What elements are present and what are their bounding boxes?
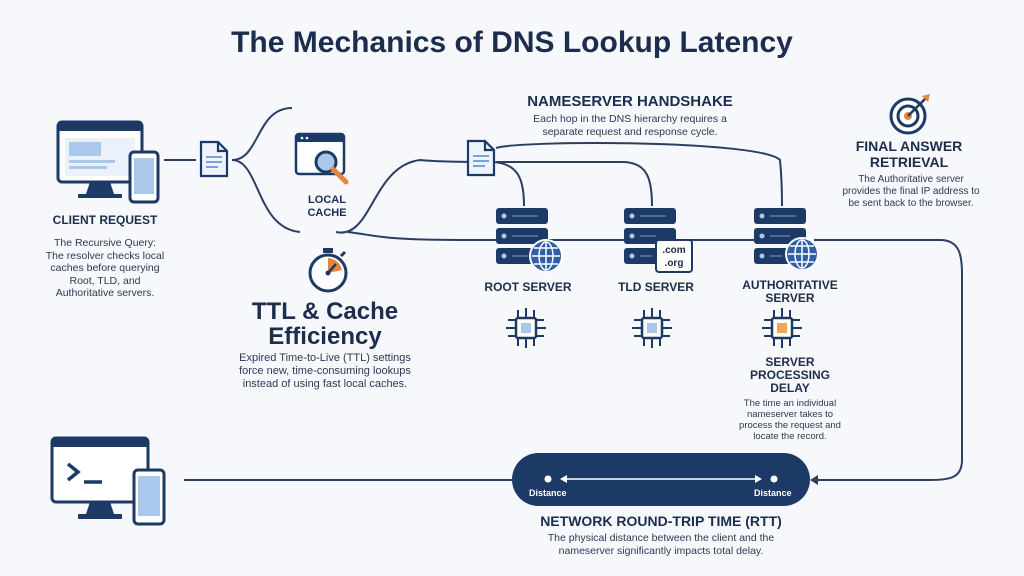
line-doc-to-cache bbox=[231, 107, 293, 161]
desktop-phone-icon bbox=[56, 120, 160, 204]
distance-left-label: Distance bbox=[529, 488, 567, 498]
line-cache-down bbox=[231, 159, 301, 233]
handshake-desc-line: separate request and response cycle. bbox=[542, 125, 718, 138]
ttl-desc: Expired Time-to-Live (TTL) settings forc… bbox=[222, 352, 428, 391]
handshake-heading: NAMESERVER HANDSHAKE bbox=[527, 93, 733, 110]
ttl-heading-line: TTL & Cache bbox=[251, 298, 399, 325]
arrow-head-rtt bbox=[810, 475, 818, 485]
ttl-heading: TTL & Cache Efficiency bbox=[225, 299, 425, 349]
tld-badge-bottom: .org bbox=[665, 258, 684, 269]
stopwatch-icon bbox=[308, 248, 348, 293]
final-heading-line: FINAL ANSWER bbox=[855, 138, 963, 154]
final-desc-line: provides the final IP address to bbox=[842, 186, 980, 197]
ttl-heading-line: Efficiency bbox=[268, 323, 382, 350]
local-cache-label: LOCAL CACHE bbox=[282, 194, 372, 220]
client-request-label: CLIENT REQUEST bbox=[52, 213, 158, 227]
target-arrow-icon bbox=[889, 94, 930, 135]
line-auth-to-rtt bbox=[814, 239, 963, 481]
ttl-desc-line: force new, time-consuming lookups bbox=[239, 365, 411, 377]
tld-server-label: TLD SERVER bbox=[618, 280, 694, 294]
processing-delay-desc: The time an individual nameserver takes … bbox=[720, 398, 860, 442]
root-server-icon bbox=[496, 208, 563, 273]
processing-desc-line: locate the record. bbox=[753, 431, 827, 442]
processing-label-line: SERVER bbox=[765, 355, 815, 369]
ttl-desc-line: Expired Time-to-Live (TTL) settings bbox=[239, 352, 411, 364]
client-desc-line: The Recursive Query: bbox=[53, 237, 157, 249]
local-cache-label-line: LOCAL bbox=[308, 194, 346, 206]
authoritative-server-label: AUTHORITATIVE SERVER bbox=[730, 279, 850, 305]
final-answer-heading: FINAL ANSWER RETRIEVAL bbox=[834, 138, 984, 170]
root-server-label: ROOT SERVER bbox=[484, 280, 572, 294]
tld-server-icon: .com .org bbox=[624, 208, 693, 273]
browser-magnifier-icon bbox=[294, 132, 349, 185]
line-cache-to-root bbox=[335, 158, 525, 234]
processor-chip-icon bbox=[632, 308, 672, 348]
rtt-desc: The physical distance between the client… bbox=[492, 532, 830, 557]
processing-label-line: DELAY bbox=[770, 381, 810, 395]
rtt-desc-line: The physical distance between the client… bbox=[547, 532, 775, 544]
client-desc-line: Root, TLD, and bbox=[69, 274, 141, 287]
distance-arrow bbox=[544, 475, 778, 483]
page-title: The Mechanics of DNS Lookup Latency bbox=[231, 26, 793, 59]
final-desc-line: The Authoritative server bbox=[858, 174, 964, 185]
handshake-desc-line: Each hop in the DNS hierarchy requires a bbox=[533, 113, 727, 125]
line-doc2-to-auth bbox=[495, 142, 783, 207]
handshake-desc: Each hop in the DNS hierarchy requires a… bbox=[480, 113, 780, 138]
auth-label-line: AUTHORITATIVE bbox=[742, 278, 838, 292]
line-doc2-to-tld bbox=[496, 161, 653, 207]
local-cache-label-line: CACHE bbox=[307, 207, 347, 219]
processor-chip-icon bbox=[506, 308, 546, 348]
processor-chip-icon bbox=[762, 308, 802, 348]
terminal-desktop-icon bbox=[50, 436, 166, 526]
client-request-desc: The Recursive Query: The resolver checks… bbox=[34, 237, 176, 300]
document-icon bbox=[199, 140, 229, 178]
rtt-desc-line: nameserver significantly impacts total d… bbox=[558, 544, 764, 557]
final-heading-line: RETRIEVAL bbox=[869, 154, 949, 170]
document-icon bbox=[466, 139, 496, 177]
processing-desc-line: nameserver takes to bbox=[746, 409, 834, 420]
client-desc-line: Authoritative servers. bbox=[55, 287, 155, 299]
rtt-heading: NETWORK ROUND-TRIP TIME (RTT) bbox=[540, 513, 782, 529]
client-desc-line: The resolver checks local bbox=[45, 249, 165, 262]
authoritative-server-icon bbox=[754, 208, 819, 271]
line-hierarchy-base bbox=[347, 231, 784, 241]
final-desc-line: be sent back to the browser. bbox=[848, 198, 974, 209]
auth-label-line: SERVER bbox=[765, 291, 815, 305]
processing-desc-line: The time an individual bbox=[743, 398, 837, 409]
processing-desc-line: process the request and bbox=[739, 420, 841, 431]
final-answer-desc: The Authoritative server provides the fi… bbox=[826, 174, 996, 210]
client-desc-line: caches before querying bbox=[50, 262, 160, 274]
ttl-desc-line: instead of using fast local caches. bbox=[242, 378, 408, 390]
tld-badge-top: .com bbox=[662, 245, 685, 256]
processing-delay-label: SERVER PROCESSING DELAY bbox=[722, 356, 858, 395]
distance-right-label: Distance bbox=[754, 488, 792, 498]
processing-label-line: PROCESSING bbox=[749, 368, 830, 382]
